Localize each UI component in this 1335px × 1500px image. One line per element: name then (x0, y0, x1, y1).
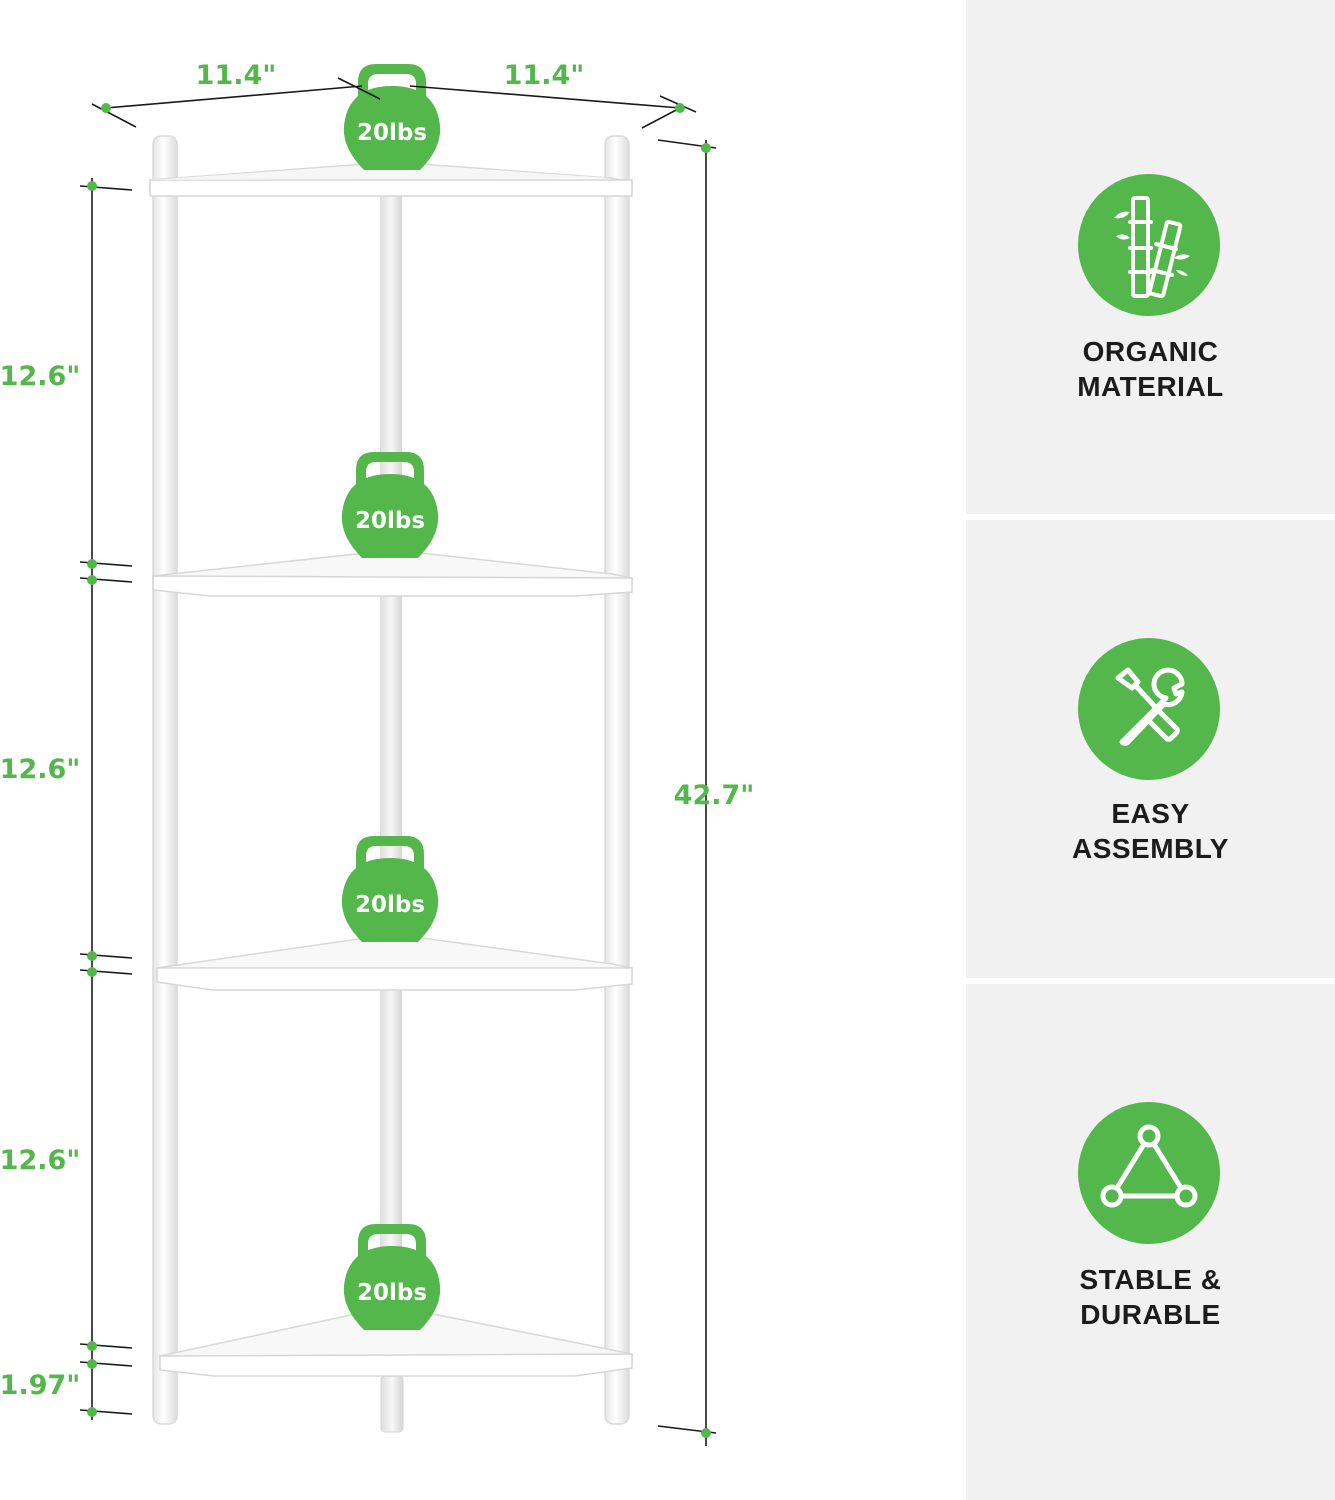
right-front-post (604, 135, 630, 1425)
width-left-label: 11.4" (196, 60, 277, 91)
kettlebell-icon: 20lbs (341, 836, 439, 942)
feature-label-organic: ORGANIC MATERIAL (1077, 336, 1224, 402)
dimension-dots (87, 103, 711, 1438)
shelf-top (149, 161, 633, 197)
tier-height-label-3: 12.6" (0, 1145, 80, 1176)
feature-panel-assembly: EASY ASSEMBLY (966, 520, 1335, 978)
feature-panel-organic: ORGANIC MATERIAL (966, 0, 1335, 514)
triangle-structure-icon (1078, 1102, 1220, 1244)
wrench-screwdriver-icon (1078, 638, 1220, 780)
feature-label-stable: STABLE & DURABLE (1079, 1264, 1222, 1330)
bottom-clearance-label: 1.97" (0, 1370, 80, 1401)
shelf-dimension-diagram: 20lbs 20lbs 20lbs 20lbs (0, 60, 755, 1446)
kettlebell-icon: 20lbs (343, 64, 441, 170)
left-front-post (152, 135, 178, 1425)
weight-capacity-label: 20lbs (355, 508, 425, 534)
weight-capacity-label: 20lbs (357, 120, 427, 146)
tier-height-label-1: 12.6" (0, 361, 80, 392)
feature-label-assembly: EASY ASSEMBLY (1071, 798, 1229, 864)
feature-panel-stable: STABLE & DURABLE (966, 984, 1335, 1500)
total-height-label: 42.7" (674, 780, 755, 811)
tier-height-label-2: 12.6" (0, 754, 80, 785)
shelf-3 (156, 933, 633, 991)
shelf-2 (152, 549, 633, 597)
bamboo-icon (1078, 174, 1220, 316)
kettlebell-icon: 20lbs (343, 1224, 441, 1330)
dimension-lines (79, 77, 717, 1446)
weight-capacity-icons: 20lbs 20lbs 20lbs 20lbs (341, 64, 441, 1330)
weight-capacity-label: 20lbs (357, 1280, 427, 1306)
weight-capacity-label: 20lbs (355, 892, 425, 918)
kettlebell-icon: 20lbs (341, 452, 439, 558)
width-right-label: 11.4" (504, 60, 585, 91)
